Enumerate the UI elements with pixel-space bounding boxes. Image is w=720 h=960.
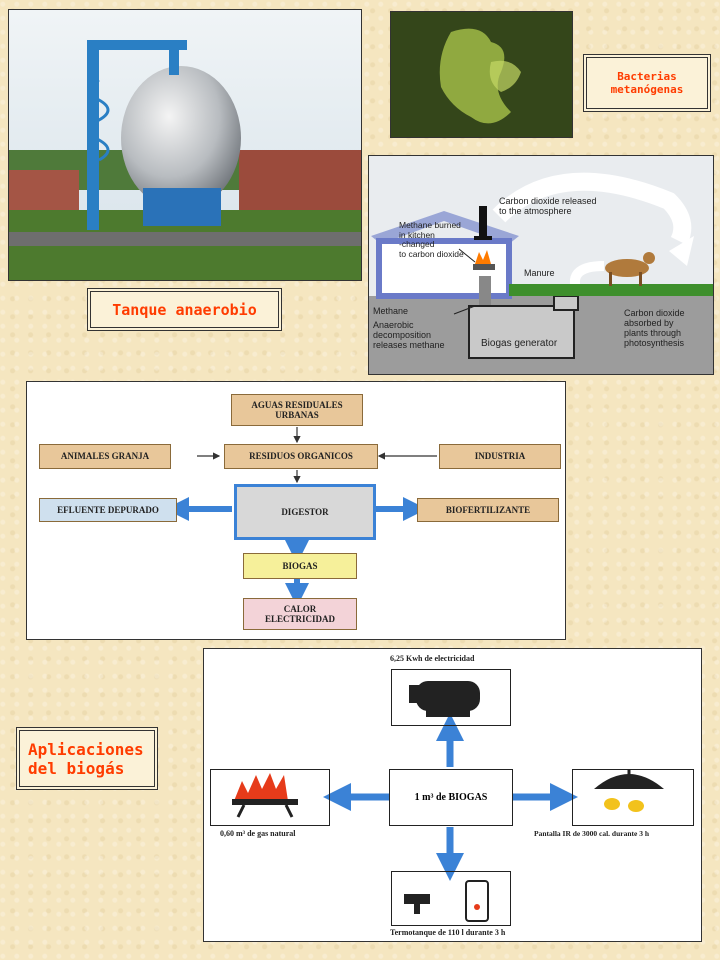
efluente-depurado-box: EFLUENTE DEPURADO	[39, 498, 177, 522]
calor-electricidad-box: CALOR ELECTRICIDAD	[243, 598, 357, 630]
manure-text: Manure	[524, 268, 555, 278]
industria-box: INDUSTRIA	[439, 444, 561, 469]
anaerobic-text: Anaerobic decomposition releases methane	[373, 320, 445, 351]
applications-label: Aplicaciones del biogás	[19, 730, 155, 787]
applications-label-text: Aplicaciones del biogás	[28, 739, 144, 778]
co2-absorbed-text: Carbon dioxide absorbed by plants throug…	[624, 308, 685, 349]
biogas-center-text: 1 m³ de BIOGAS	[414, 792, 488, 803]
bacteria-micrograph	[391, 12, 572, 137]
gas-burner-icon	[232, 773, 298, 818]
water-heater-icon	[404, 880, 489, 922]
left-app-caption: 0,60 m³ de gas natural	[220, 829, 296, 838]
digestor-box: DIGESTOR	[234, 484, 376, 540]
biogas-cycle-illustration	[369, 156, 713, 374]
water-heater-box	[391, 871, 511, 926]
flow-arrows	[165, 427, 437, 607]
burner-box	[210, 769, 330, 826]
biogas-applications-diagram: 6,25 Kwh de electricidad 1 m³ de BIOGAS …	[203, 648, 702, 942]
motor-box	[391, 669, 511, 726]
co2-released-text: Carbon dioxide released to the atmospher…	[499, 196, 597, 217]
anaerobic-tank-photo	[8, 9, 362, 281]
biogas-box: BIOGAS	[243, 553, 357, 579]
biogas-generator-text: Biogas generator	[481, 338, 558, 349]
tank-label-text: Tanque anaerobio	[112, 300, 257, 319]
tank-label: Tanque anaerobio	[90, 291, 279, 328]
animales-granja-box: ANIMALES GRANJA	[39, 444, 171, 469]
bacteria-photo	[390, 11, 573, 138]
aguas-residuales-box: AGUAS RESIDUALES URBANAS	[231, 394, 363, 426]
methane-burned-text: Methane burned in kitchen -changed to ca…	[399, 220, 464, 259]
top-app-caption: 6,25 Kwh de electricidad	[390, 654, 475, 663]
bottom-app-caption: Termotanque de 110 l durante 3 h	[390, 928, 506, 937]
ir-heater-icon	[594, 769, 664, 812]
biogas-cycle-diagram: Carbon dioxide released to the atmospher…	[368, 155, 714, 375]
electric-motor-icon	[409, 681, 480, 717]
bacteria-label: Bacterias metanógenas	[586, 57, 708, 109]
right-app-caption: Pantalla IR de 3000 cal. durante 3 h	[534, 829, 650, 838]
methane-text: Methane	[373, 306, 409, 316]
bacteria-label-text: Bacterias metanógenas	[610, 70, 684, 96]
biogas-flow-diagram: AGUAS RESIDUALES URBANAS ANIMALES GRANJA…	[26, 381, 566, 640]
applications-arrows	[232, 681, 664, 922]
biofertilizante-box: BIOFERTILIZANTE	[417, 498, 559, 522]
heater-box	[572, 769, 694, 826]
anaerobic-tank-illustration	[9, 10, 361, 280]
residuos-organicos-box: RESIDUOS ORGANICOS	[224, 444, 378, 469]
biogas-center-box: 1 m³ de BIOGAS	[389, 769, 513, 826]
